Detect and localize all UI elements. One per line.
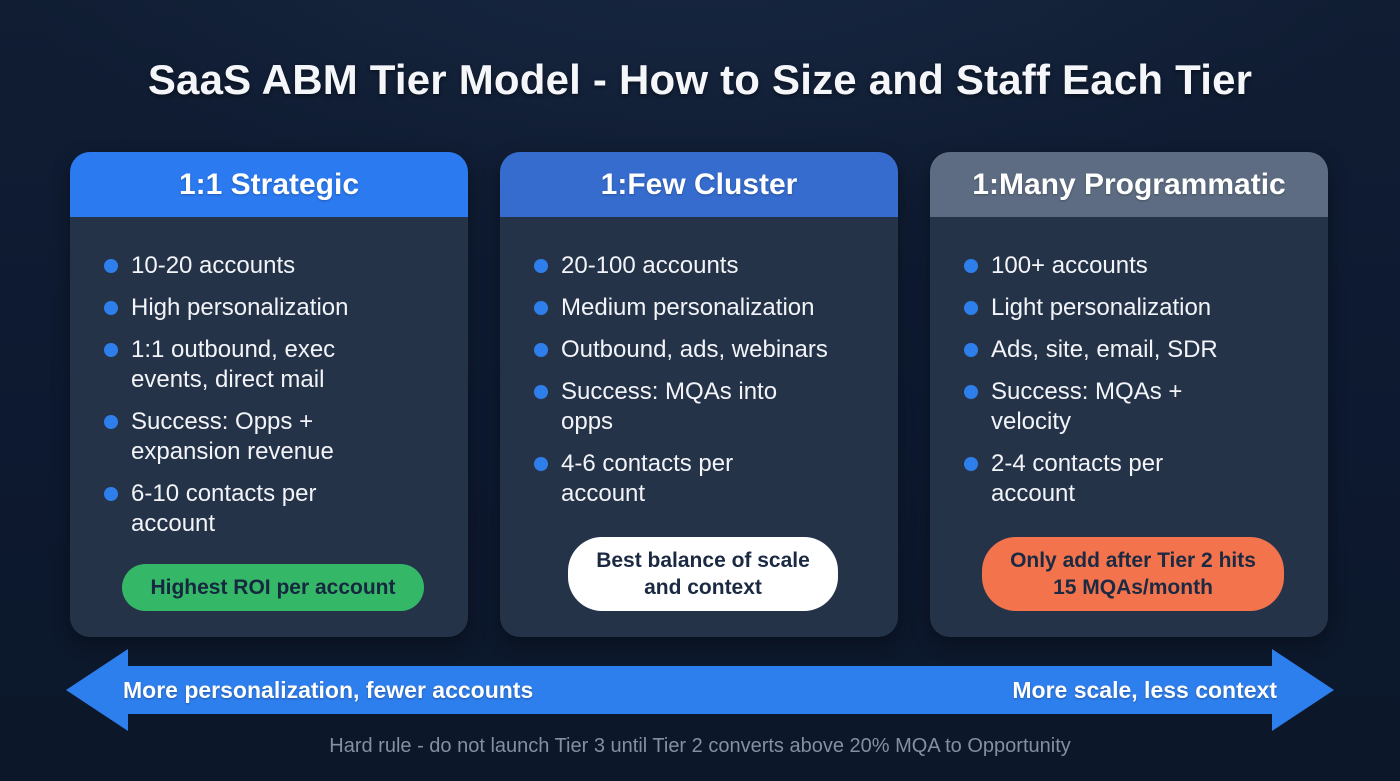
scale-axis: More personalization, fewer accounts Mor… (66, 649, 1334, 731)
bullet-item: 2-4 contacts per account (964, 449, 1302, 509)
bullet-item: 6-10 contacts per account (104, 479, 442, 539)
tier-badge-wrap: Only add after Tier 2 hits 15 MQAs/month (964, 537, 1302, 611)
tier-card-header: 1:1 Strategic (70, 152, 468, 217)
tier-card-body: 100+ accounts Light personalization Ads,… (930, 217, 1328, 637)
bullet-text: 10-20 accounts (131, 252, 296, 279)
bullet-text: Success: MQAs into opps (561, 378, 778, 435)
tier-name: 1:Many Programmatic (972, 167, 1286, 201)
bullet-text: 1:1 outbound, exec events, direct mail (131, 336, 336, 393)
bullet-dot-icon (964, 301, 978, 315)
bullet-dot-icon (964, 457, 978, 471)
bullet-dot-icon (104, 487, 118, 501)
bullet-text: Ads, site, email, SDR (991, 336, 1218, 363)
bullet-item: 20-100 accounts (534, 251, 872, 281)
bullet-text: High personalization (131, 294, 349, 321)
bullet-text: 6-10 contacts per account (131, 480, 317, 537)
bullet-item: 10-20 accounts (104, 251, 442, 281)
arrow-right-label: More scale, less context (1012, 676, 1277, 703)
bullet-text: 100+ accounts (991, 252, 1148, 279)
bullet-item: 100+ accounts (964, 251, 1302, 281)
bullet-text: Success: MQAs + velocity (991, 378, 1183, 435)
bullet-text: Outbound, ads, webinars (561, 336, 828, 363)
bullet-dot-icon (534, 385, 548, 399)
tier-badge-wrap: Best balance of scale and context (534, 537, 872, 611)
tier-card-cluster: 1:Few Cluster 20-100 accounts Medium per… (500, 152, 898, 637)
tier-name: 1:Few Cluster (600, 167, 798, 201)
bullet-dot-icon (534, 343, 548, 357)
bullet-dot-icon (104, 301, 118, 315)
bullet-item: Ads, site, email, SDR (964, 335, 1302, 365)
double-arrow-icon (66, 649, 1334, 731)
bullet-text: Success: Opps + expansion revenue (131, 408, 334, 465)
bullet-text: 2-4 contacts per account (991, 450, 1164, 507)
bullet-dot-icon (964, 259, 978, 273)
bullet-item: Medium personalization (534, 293, 872, 323)
bullet-text: Medium personalization (561, 294, 815, 321)
bullet-item: Success: Opps + expansion revenue (104, 407, 442, 467)
tier-card-body: 10-20 accounts High personalization 1:1 … (70, 217, 468, 637)
tier-card-programmatic: 1:Many Programmatic 100+ accounts Light … (930, 152, 1328, 637)
bullet-text: 20-100 accounts (561, 252, 739, 279)
bullet-dot-icon (534, 457, 548, 471)
bullet-item: Success: MQAs into opps (534, 377, 872, 437)
bullet-item: 4-6 contacts per account (534, 449, 872, 509)
arrow-left-label: More personalization, fewer accounts (123, 676, 534, 703)
tier-badge: Best balance of scale and context (568, 537, 838, 611)
bullet-item: Outbound, ads, webinars (534, 335, 872, 365)
bullet-item: 1:1 outbound, exec events, direct mail (104, 335, 442, 395)
bullet-dot-icon (104, 415, 118, 429)
tier-card-strategic: 1:1 Strategic 10-20 accounts High person… (70, 152, 468, 637)
footer-note: Hard rule - do not launch Tier 3 until T… (329, 735, 1071, 757)
tier-card-header: 1:Many Programmatic (930, 152, 1328, 217)
bullet-item: High personalization (104, 293, 442, 323)
tier-name: 1:1 Strategic (178, 167, 360, 201)
bullet-text: Light personalization (991, 294, 1212, 321)
tier-badge: Highest ROI per account (122, 564, 424, 611)
bullet-dot-icon (534, 301, 548, 315)
tier-cards-row: 1:1 Strategic 10-20 accounts High person… (70, 152, 1330, 637)
tier-card-header: 1:Few Cluster (500, 152, 898, 217)
bullet-item: Light personalization (964, 293, 1302, 323)
tier-badge-wrap: Highest ROI per account (104, 564, 442, 611)
bullet-item: Success: MQAs + velocity (964, 377, 1302, 437)
bullet-dot-icon (104, 343, 118, 357)
bullet-dot-icon (964, 343, 978, 357)
bullet-dot-icon (104, 259, 118, 273)
tier-card-body: 20-100 accounts Medium personalization O… (500, 217, 898, 637)
bullet-dot-icon (534, 259, 548, 273)
tier-badge: Only add after Tier 2 hits 15 MQAs/month (982, 537, 1284, 611)
page-title: SaaS ABM Tier Model - How to Size and St… (147, 56, 1253, 103)
bullet-dot-icon (964, 385, 978, 399)
bullet-text: 4-6 contacts per account (561, 450, 734, 507)
